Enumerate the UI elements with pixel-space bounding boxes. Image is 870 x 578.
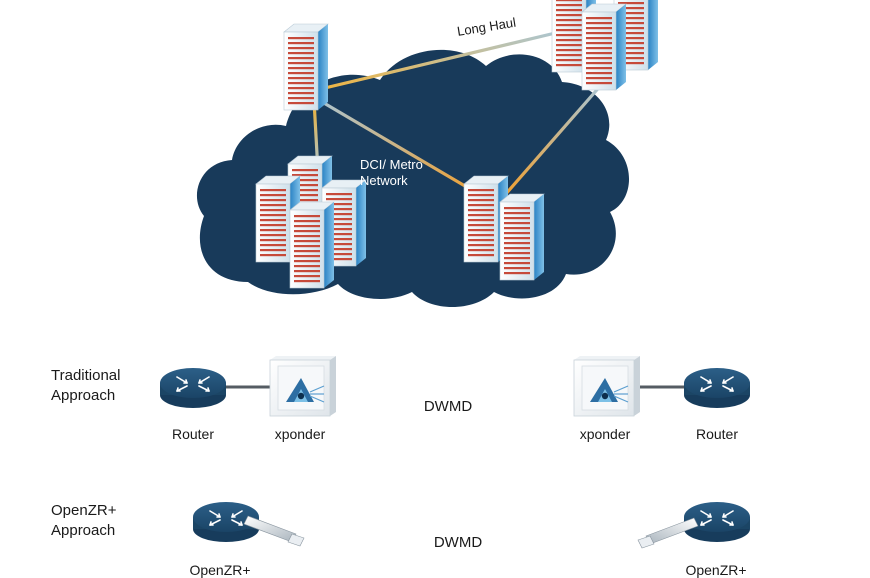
xponder-right-label: xponder (579, 426, 631, 442)
openzr-title-line1: OpenZR+ (51, 502, 117, 519)
openzr-left-label: OpenZR+ (189, 562, 251, 578)
traditional-approach-title: Traditional Approach (51, 366, 120, 406)
dwdm-label-openzr: DWMD (433, 534, 483, 551)
router-right (683, 367, 751, 409)
traditional-title-line1: Traditional (51, 367, 121, 384)
metro-label-line2: Network (360, 173, 408, 188)
router-left-label: Router (171, 426, 215, 442)
router-left (159, 367, 227, 409)
xponder-left-label: xponder (274, 426, 326, 442)
dci-link-diagonal (310, 94, 484, 198)
metro-network-label: DCI/ Metro Network (360, 157, 423, 189)
traditional-title-line2: Approach (51, 387, 116, 404)
openzr-approach-title: OpenZR+ Approach (51, 501, 116, 541)
server-cluster-top-left (283, 23, 329, 111)
metro-label-line1: DCI/ Metro (360, 157, 423, 172)
dwdm-label-traditional: DWMD (423, 398, 473, 415)
openzr-title-line2: Approach (51, 522, 116, 539)
xponder-left (269, 355, 337, 417)
long-haul-link (306, 28, 570, 94)
xponder-right (573, 355, 641, 417)
server-cluster-top-right (551, 0, 659, 91)
openzr-right-label: OpenZR+ (685, 562, 747, 578)
router-right-label: Router (695, 426, 739, 442)
metro-to-long-haul-link (502, 82, 604, 198)
